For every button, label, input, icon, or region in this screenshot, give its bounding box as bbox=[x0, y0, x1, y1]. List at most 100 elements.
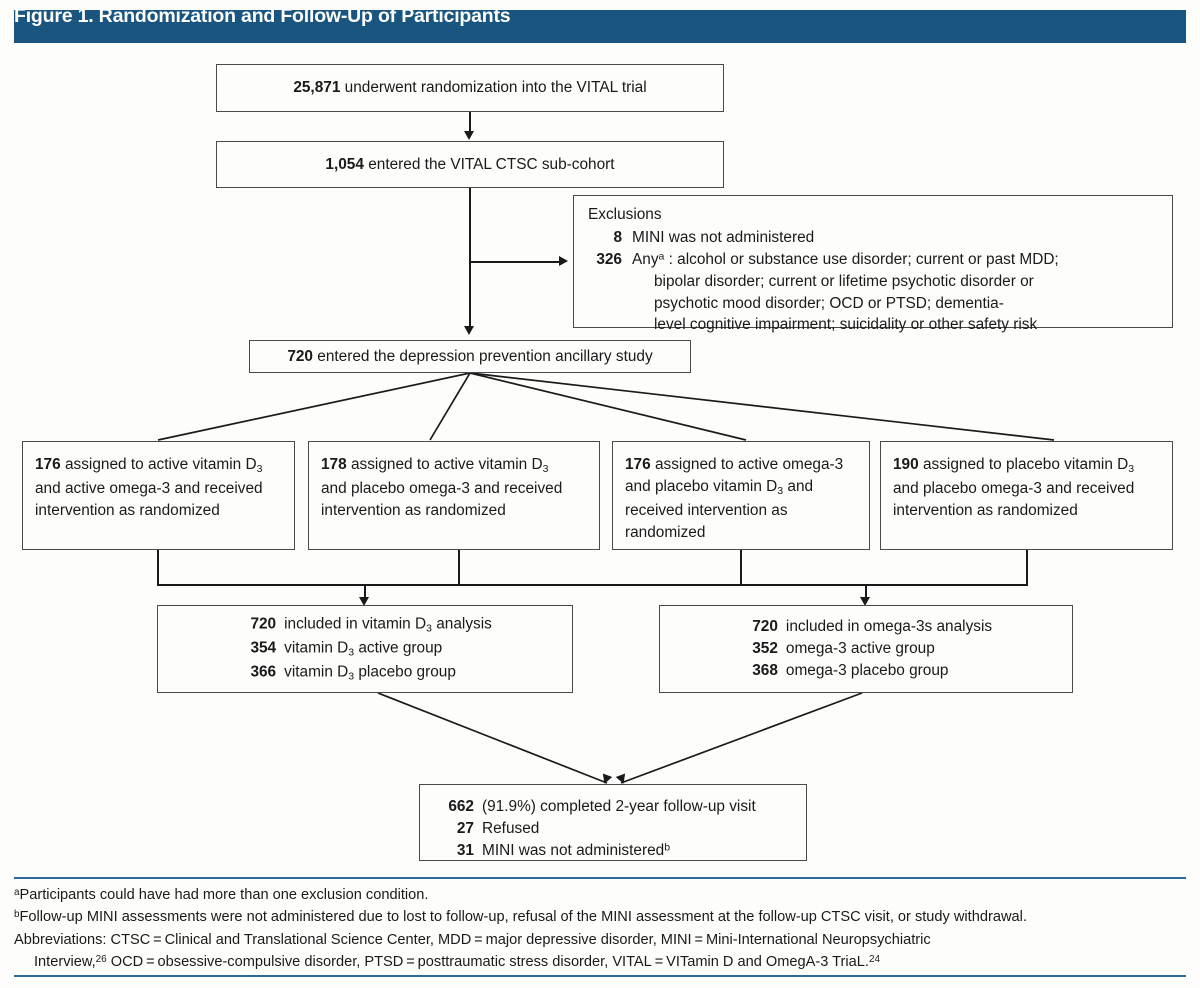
randomization-count: 25,871 bbox=[293, 79, 341, 97]
analysis-row: 720 included in vitamin D3 analysis bbox=[238, 613, 492, 637]
arm-count: 190 bbox=[893, 456, 919, 473]
exclusion-row: 326 Anya : alcohol or substance use diso… bbox=[588, 249, 1162, 337]
node-arm-1: 176 assigned to active vitamin D3 and ac… bbox=[22, 441, 295, 550]
analysis-row: 366 vitamin D3 placebo group bbox=[238, 661, 492, 685]
analysis-text: included in vitamin D3 analysis bbox=[284, 615, 492, 635]
arm-text: intervention as randomized bbox=[893, 501, 1078, 519]
analysis-count: 352 bbox=[752, 640, 778, 658]
abbreviations-line-2: Interview,26 OCD = obsessive-compulsive … bbox=[14, 951, 1189, 973]
arm-text: and placebo vitamin D3 and bbox=[625, 477, 814, 497]
footnote-a: aParticipants could have had more than o… bbox=[14, 886, 429, 903]
analysis-count: 720 bbox=[250, 615, 277, 633]
analysis-text: vitamin D3 active group bbox=[284, 639, 443, 659]
exclusion-text: bipolar disorder; current or lifetime ps… bbox=[654, 272, 1034, 290]
footnote-b: bFollow-up MINI assessments were not adm… bbox=[14, 909, 1027, 926]
exclusions-heading: Exclusions bbox=[588, 206, 662, 223]
exclusion-row: 8 MINI was not administered bbox=[588, 227, 1162, 249]
arm-text: received intervention as bbox=[625, 501, 788, 519]
analysis-row: 368 omega-3 placebo group bbox=[740, 660, 992, 682]
arm-count: 176 bbox=[35, 456, 61, 473]
node-arm-4: 190 assigned to placebo vitamin D3 and p… bbox=[880, 441, 1173, 550]
ancillary-text: entered the depression prevention ancill… bbox=[317, 347, 653, 365]
connector-to-omega-analysis bbox=[865, 584, 867, 598]
arrow-to-omega-analysis bbox=[860, 597, 870, 606]
connector-rand-to-subcohort bbox=[469, 112, 471, 132]
arm-text: assigned to placebo vitamin D3 bbox=[922, 456, 1135, 475]
analysis-text: omega-3 active group bbox=[785, 640, 935, 658]
followup-row: 662 (91.9%) completed 2-year follow-up v… bbox=[436, 796, 756, 818]
node-exclusions: Exclusions 8 MINI was not administered 3… bbox=[573, 195, 1173, 333]
node-arm-2: 178 assigned to active vitamin D3 and pl… bbox=[308, 441, 600, 550]
analysis-count: 720 bbox=[752, 618, 778, 636]
arm-count: 178 bbox=[321, 456, 347, 473]
connector-bracket-omega bbox=[458, 584, 1028, 586]
analysis-row: 720 included in omega-3s analysis bbox=[740, 616, 992, 638]
exclusion-text: level cognitive impairment; suicidality … bbox=[654, 316, 1038, 334]
figure-title-bar bbox=[14, 10, 1186, 43]
followup-text: Refused bbox=[482, 819, 540, 837]
arm-text: assigned to active vitamin D3 bbox=[350, 456, 549, 475]
node-arm-3: 176 assigned to active omega-3 and place… bbox=[612, 441, 870, 550]
arrow-to-exclusions bbox=[559, 256, 568, 266]
connector-arm3-drop bbox=[740, 550, 742, 585]
followup-count: 27 bbox=[456, 819, 474, 837]
reference-marker-24: 24 bbox=[868, 953, 880, 965]
followup-count: 31 bbox=[456, 841, 474, 859]
arrow-subcohort-to-ancillary bbox=[464, 326, 474, 335]
node-analysis-vitamin-d: 720 included in vitamin D3 analysis 354 … bbox=[157, 605, 573, 693]
subcohort-count: 1,054 bbox=[325, 155, 364, 173]
analysis-count: 366 bbox=[250, 662, 277, 680]
ancillary-count: 720 bbox=[287, 347, 313, 365]
footnote-rule-bottom bbox=[14, 975, 1186, 978]
arm-text: intervention as randomized bbox=[35, 501, 220, 519]
exclusion-count: 326 bbox=[596, 250, 622, 268]
connector-bracket-vitd bbox=[157, 584, 742, 586]
abbrev-pre: Interview, bbox=[34, 953, 96, 970]
analysis-row: 354 vitamin D3 active group bbox=[238, 637, 492, 661]
randomization-text: underwent randomization into the VITAL t… bbox=[344, 79, 647, 97]
followup-count: 662 bbox=[448, 798, 474, 815]
subcohort-text: entered the VITAL CTSC sub-cohort bbox=[368, 155, 615, 173]
followup-text: (91.9%) completed 2-year follow-up visit bbox=[482, 798, 756, 815]
connector-arm1-drop bbox=[157, 550, 159, 585]
node-subcohort: 1,054 entered the VITAL CTSC sub-cohort bbox=[216, 141, 724, 188]
arrow-to-vitd-analysis bbox=[359, 597, 369, 606]
reference-marker-26: 26 bbox=[95, 953, 107, 965]
node-randomization: 25,871 underwent randomization into the … bbox=[216, 64, 724, 112]
arm-text: and active omega-3 and received bbox=[35, 479, 263, 497]
node-followup: 662 (91.9%) completed 2-year follow-up v… bbox=[419, 784, 807, 861]
analysis-text: included in omega-3s analysis bbox=[785, 618, 993, 636]
arm-text: intervention as randomized bbox=[321, 501, 506, 519]
followup-text: MINI was not administeredb bbox=[482, 841, 671, 859]
page-title: Figure 1. Randomization and Follow-Up of… bbox=[14, 5, 511, 27]
exclusion-text: MINI was not administered bbox=[632, 228, 815, 246]
followup-row: 31 MINI was not administeredb bbox=[436, 840, 756, 862]
analysis-row: 352 omega-3 active group bbox=[740, 638, 992, 660]
analysis-text: vitamin D3 placebo group bbox=[284, 662, 456, 682]
exclusion-count: 8 bbox=[613, 228, 622, 246]
footnote-rule-top bbox=[14, 877, 1186, 880]
footnotes: aParticipants could have had more than o… bbox=[14, 884, 1189, 973]
exclusion-text: Anya : alcohol or substance use disorder… bbox=[632, 250, 1059, 268]
analysis-text: omega-3 placebo group bbox=[785, 661, 949, 679]
arm-text: and placebo omega-3 and received bbox=[321, 479, 563, 497]
connector-arm2-drop bbox=[458, 550, 460, 585]
arm-text: and placebo omega-3 and received bbox=[893, 479, 1135, 497]
analysis-count: 368 bbox=[752, 661, 778, 679]
arm-text: assigned to active omega-3 bbox=[654, 456, 844, 473]
connector-branch-to-exclusions bbox=[470, 261, 560, 263]
connector-arm4-drop bbox=[1026, 550, 1028, 585]
abbreviations-line-1: Abbreviations: CTSC = Clinical and Trans… bbox=[14, 931, 931, 948]
node-ancillary-study: 720 entered the depression prevention an… bbox=[249, 340, 691, 373]
node-analysis-omega-3: 720 included in omega-3s analysis 352 om… bbox=[659, 605, 1073, 693]
arm-text: randomized bbox=[625, 523, 706, 541]
arrow-rand-to-subcohort bbox=[464, 131, 474, 140]
connector-to-vitd-analysis bbox=[364, 584, 366, 598]
abbrev-mid: OCD = obsessive-compulsive disorder, PTS… bbox=[106, 953, 869, 970]
followup-row: 27 Refused bbox=[436, 818, 756, 840]
arm-text: assigned to active vitamin D3 bbox=[64, 456, 263, 475]
arm-count: 176 bbox=[625, 456, 651, 473]
connector-subcohort-trunk bbox=[469, 188, 471, 327]
exclusion-text: psychotic mood disorder; OCD or PTSD; de… bbox=[654, 294, 1004, 312]
